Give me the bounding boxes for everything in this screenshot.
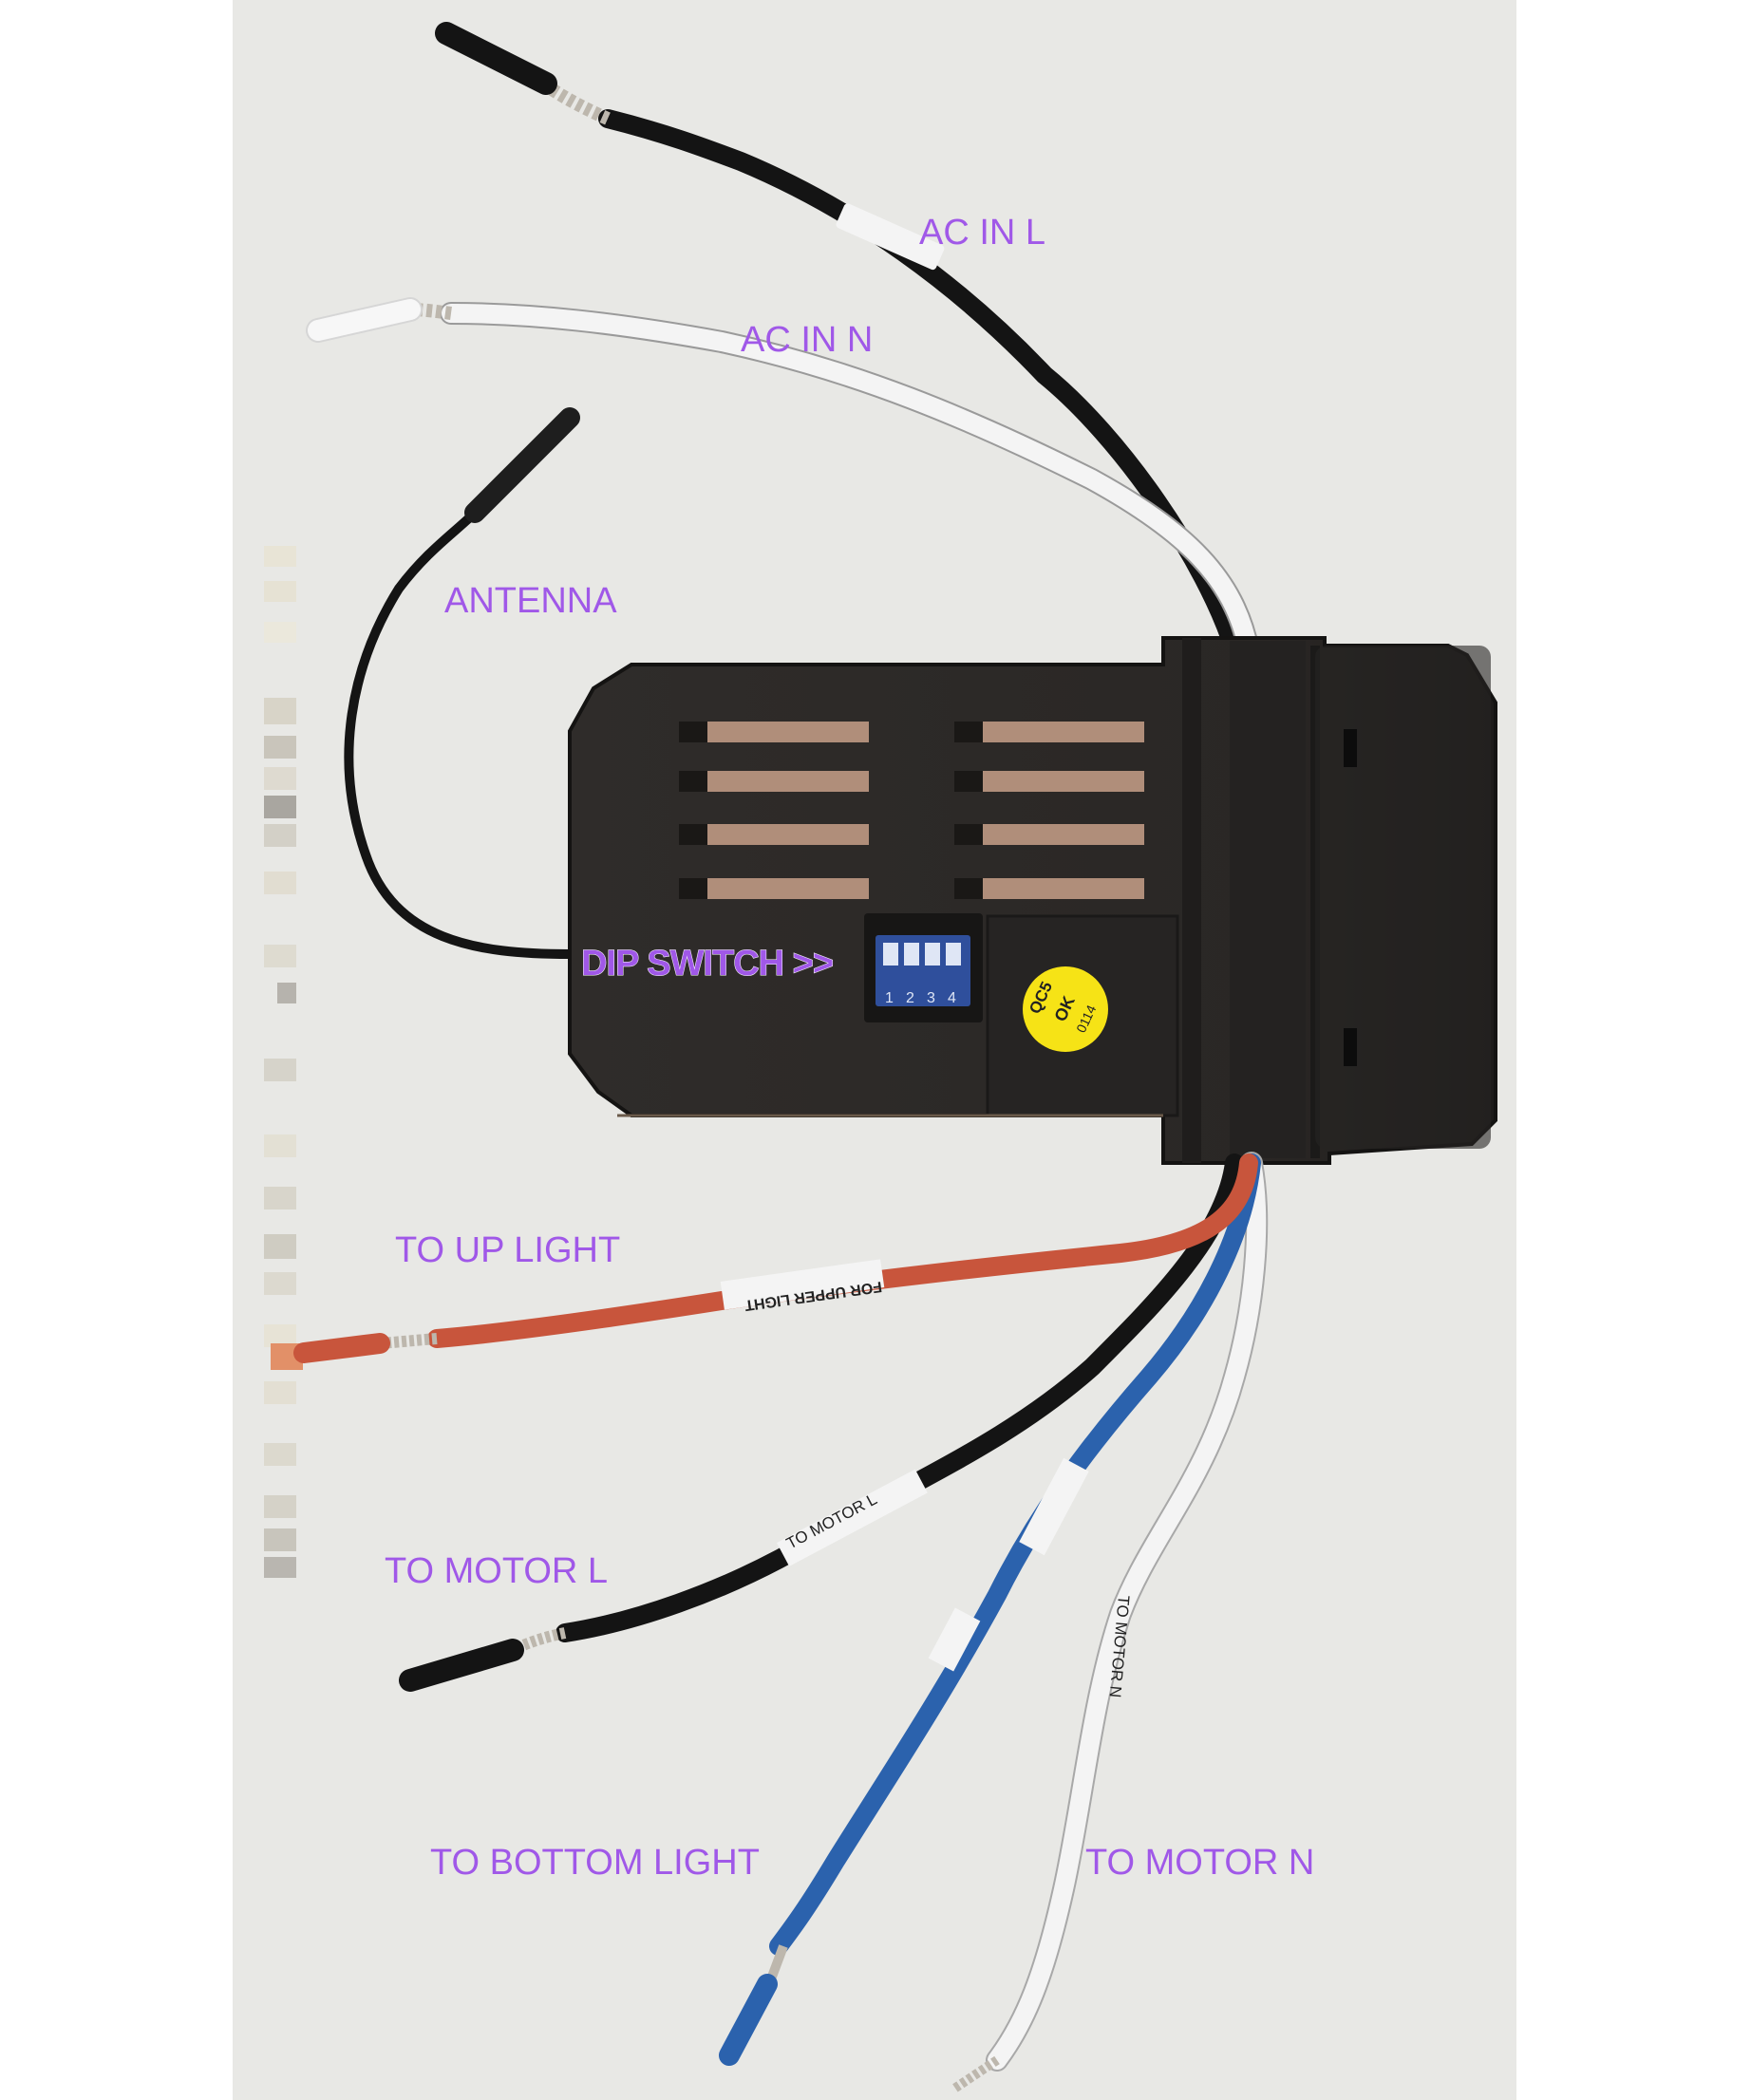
label-ac-in-n: AC IN N — [741, 320, 874, 360]
label-antenna: ANTENNA — [444, 581, 617, 621]
qc-sticker: QC5 OK 0114 — [1023, 966, 1108, 1052]
wire-antenna — [344, 407, 580, 959]
label-to-motor-l: TO MOTOR L — [385, 1551, 609, 1591]
vent-slots — [679, 722, 1144, 899]
wire-to-up-light: FOR UPPER LIGHT — [293, 1153, 1258, 1363]
label-to-motor-n: TO MOTOR N — [1085, 1843, 1315, 1883]
dip-pos-2: 2 — [906, 990, 914, 1006]
controller-housing — [568, 636, 1497, 1165]
dip-pos-4: 4 — [948, 990, 956, 1006]
label-to-up-light: TO UP LIGHT — [395, 1230, 621, 1270]
blurred-region — [264, 546, 303, 1578]
wire-ac-in-n — [306, 297, 1260, 662]
dip-pos-3: 3 — [927, 990, 935, 1006]
label-dip-switch: DIP SWITCH >> — [580, 944, 834, 984]
label-ac-in-l: AC IN L — [919, 213, 1046, 253]
label-to-bottom-light: TO BOTTOM LIGHT — [430, 1843, 760, 1883]
dip-pos-1: 1 — [885, 990, 894, 1006]
wire-to-bottom-light — [719, 1153, 1261, 2066]
dip-switch: 1 2 3 4 — [864, 913, 983, 1022]
